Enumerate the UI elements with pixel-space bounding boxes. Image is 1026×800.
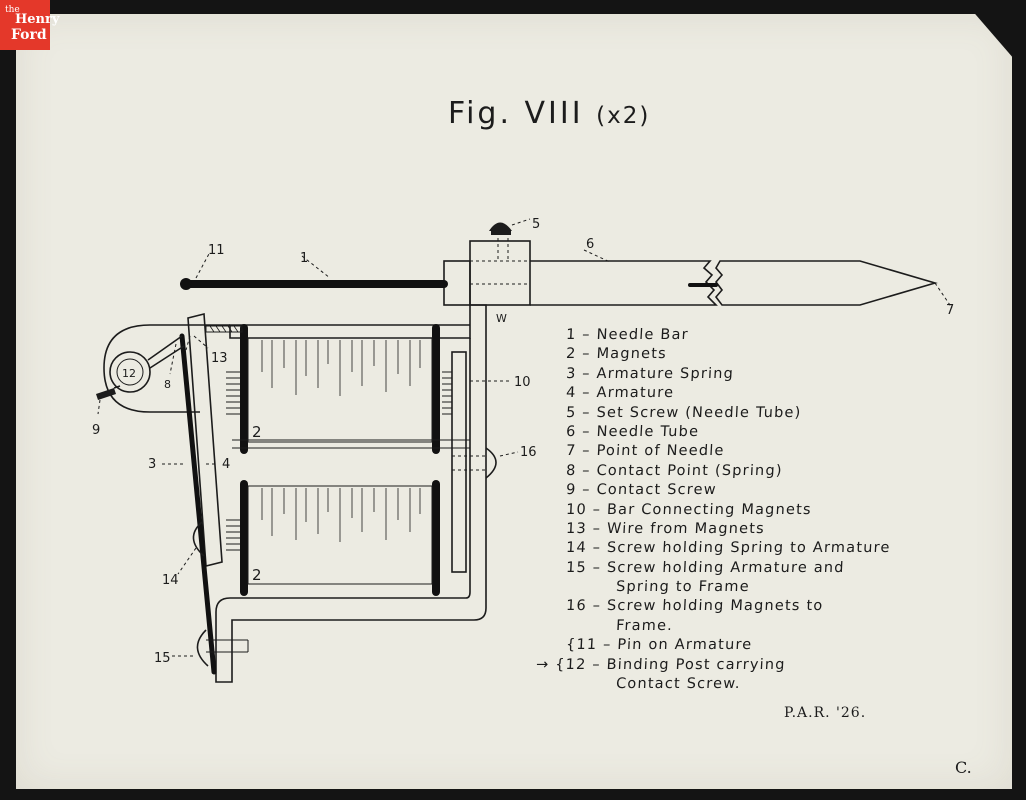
callout-4: 4 <box>222 457 230 472</box>
legend-item: Frame. <box>615 617 674 634</box>
screw-16-icon <box>452 447 519 479</box>
armature-spring <box>179 325 243 675</box>
screw-14-icon <box>177 521 205 575</box>
callout-13: 13 <box>211 351 228 366</box>
legend-item: 2 – Magnets <box>565 346 668 363</box>
legend-item: Spring to Frame <box>615 579 751 596</box>
legend-item: → {12 – Binding Post carrying <box>535 656 787 673</box>
legend-item: 8 – Contact Point (Spring) <box>565 462 784 479</box>
legend-item: 6 – Needle Tube <box>565 423 700 440</box>
legend-item: {11 – Pin on Armature <box>565 637 753 654</box>
callout-3: 3 <box>148 457 156 472</box>
callout-6: 6 <box>586 237 594 252</box>
callout-2-lower: 2 <box>252 566 262 584</box>
callout-8: 8 <box>164 378 171 391</box>
callout-w: W <box>496 312 507 325</box>
figure-title-scale: (x2) <box>596 103 651 129</box>
callout-7: 7 <box>946 303 954 318</box>
logo-line-2: Ford <box>11 27 47 43</box>
connecting-bar <box>442 351 512 573</box>
callout-1: 1 <box>300 251 308 266</box>
legend-item: 14 – Screw holding Spring to Armature <box>565 540 891 557</box>
paper-sheet <box>16 14 1012 789</box>
corner-mark: C. <box>955 758 972 777</box>
magnet-lower <box>240 480 440 596</box>
callout-11: 11 <box>208 243 225 258</box>
legend-item: 1 – Needle Bar <box>565 327 690 343</box>
figure-title: Fig. VIII (x2) <box>448 96 650 131</box>
legend-item: 15 – Screw holding Armature and <box>565 559 846 576</box>
legend-item: 10 – Bar Connecting Magnets <box>565 501 813 518</box>
callout-16: 16 <box>520 445 537 460</box>
callout-14: 14 <box>162 573 179 588</box>
screw-15-icon <box>172 629 249 667</box>
legend-item: 16 – Screw holding Magnets to <box>565 598 824 615</box>
artist-signature: P.A.R. '26. <box>784 705 867 721</box>
legend-item: 3 – Armature Spring <box>565 365 735 382</box>
magnet-upper <box>232 324 470 454</box>
callout-10: 10 <box>514 375 531 390</box>
figure-title-main: Fig. VIII <box>448 96 584 131</box>
parts-legend: 1 – Needle Bar 2 – Magnets 3 – Armature … <box>536 326 1006 694</box>
logo-prefix: the <box>5 5 20 15</box>
callout-12: 12 <box>122 367 136 380</box>
legend-item: 9 – Contact Screw <box>565 482 718 499</box>
callout-9: 9 <box>92 423 100 438</box>
callout-15: 15 <box>154 651 171 666</box>
armature <box>187 312 240 568</box>
needle-bar <box>180 251 448 290</box>
callout-2-upper: 2 <box>252 423 262 441</box>
legend-item: 4 – Armature <box>565 385 675 402</box>
henry-ford-logo[interactable]: the Henry Ford <box>0 0 59 50</box>
needle-tube <box>443 232 953 309</box>
set-screw-icon <box>489 218 531 235</box>
legend-item: Contact Screw. <box>615 676 742 693</box>
legend-item: 7 – Point of Needle <box>565 443 726 460</box>
binding-post <box>96 335 209 415</box>
logo-line-1: Henry <box>15 12 60 27</box>
legend-item: 5 – Set Screw (Needle Tube) <box>565 404 802 421</box>
legend-item: 13 – Wire from Magnets <box>565 520 766 537</box>
callout-5: 5 <box>532 217 540 232</box>
